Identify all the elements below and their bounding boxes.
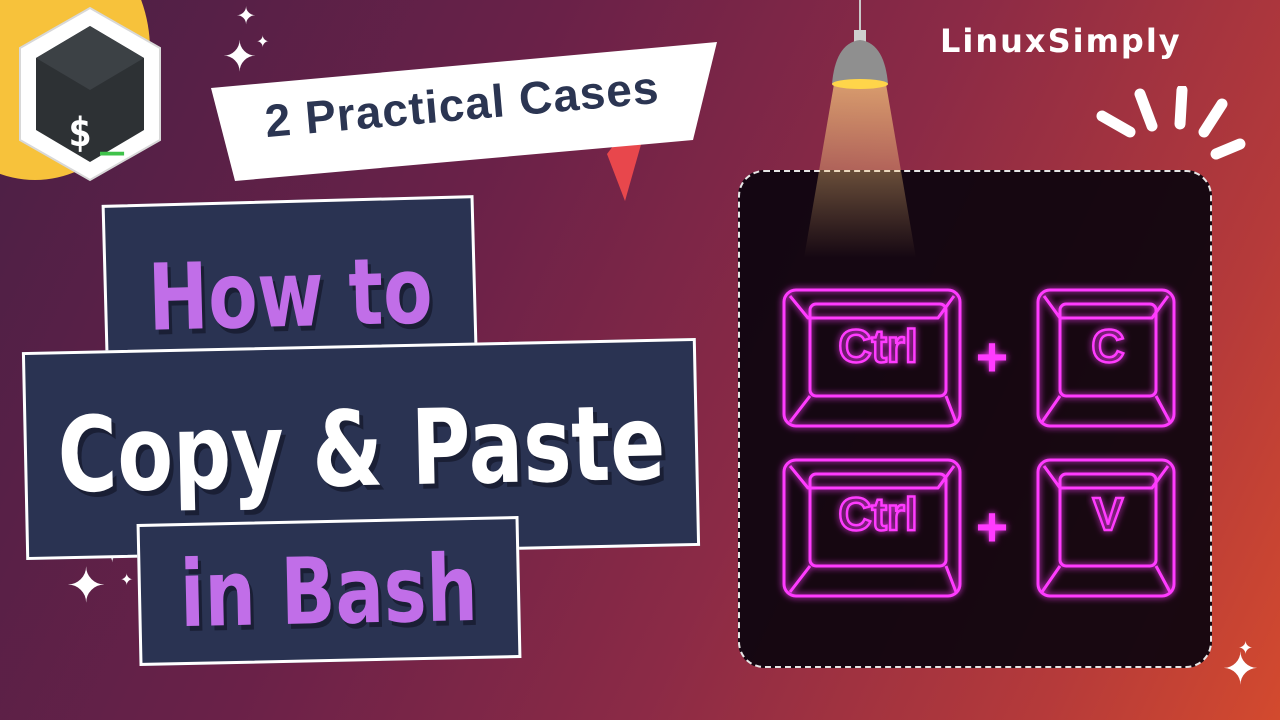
sparkle-icon: ✦ [256,32,270,51]
sparkle-icon: ✦ [1238,638,1254,659]
keyboard-shortcuts-graphic: Ctrl + C Ctrl + V [782,288,1176,598]
sparkle-icon: ✦ [236,2,257,30]
v-key-icon [1036,458,1176,598]
burst-lines-icon [1096,86,1246,160]
c-key-icon [1036,288,1176,428]
banner-shape [211,42,717,201]
logo-cursor-text: _ [100,110,125,156]
title-line2: Copy & Paste [56,381,666,517]
sparkle-icon: ✦ [1222,644,1259,695]
ctrl-key-icon [782,288,962,428]
ctrl-key-label: Ctrl [838,488,917,540]
sparkle-icon: ✦ [66,558,107,614]
title-line1: How to [146,236,434,352]
brand-logo-text: LinuxSimply [940,22,1182,60]
plus-sign: + [976,495,1009,558]
logo-prompt-text: $ [68,110,92,156]
bash-logo-icon: $ _ [19,6,161,182]
c-key-label: C [1091,320,1124,372]
ctrl-key-icon [782,458,962,598]
sparkle-icon: ✦ [222,32,258,81]
ceiling-lamp-icon [804,0,916,258]
ctrl-key-label: Ctrl [838,320,917,372]
title-line3-box: in Bash [136,516,522,666]
title-line3: in Bash [179,534,479,648]
v-key-label: V [1093,488,1124,540]
plus-sign: + [976,325,1009,388]
sparkle-icon: ✦ [120,570,134,589]
